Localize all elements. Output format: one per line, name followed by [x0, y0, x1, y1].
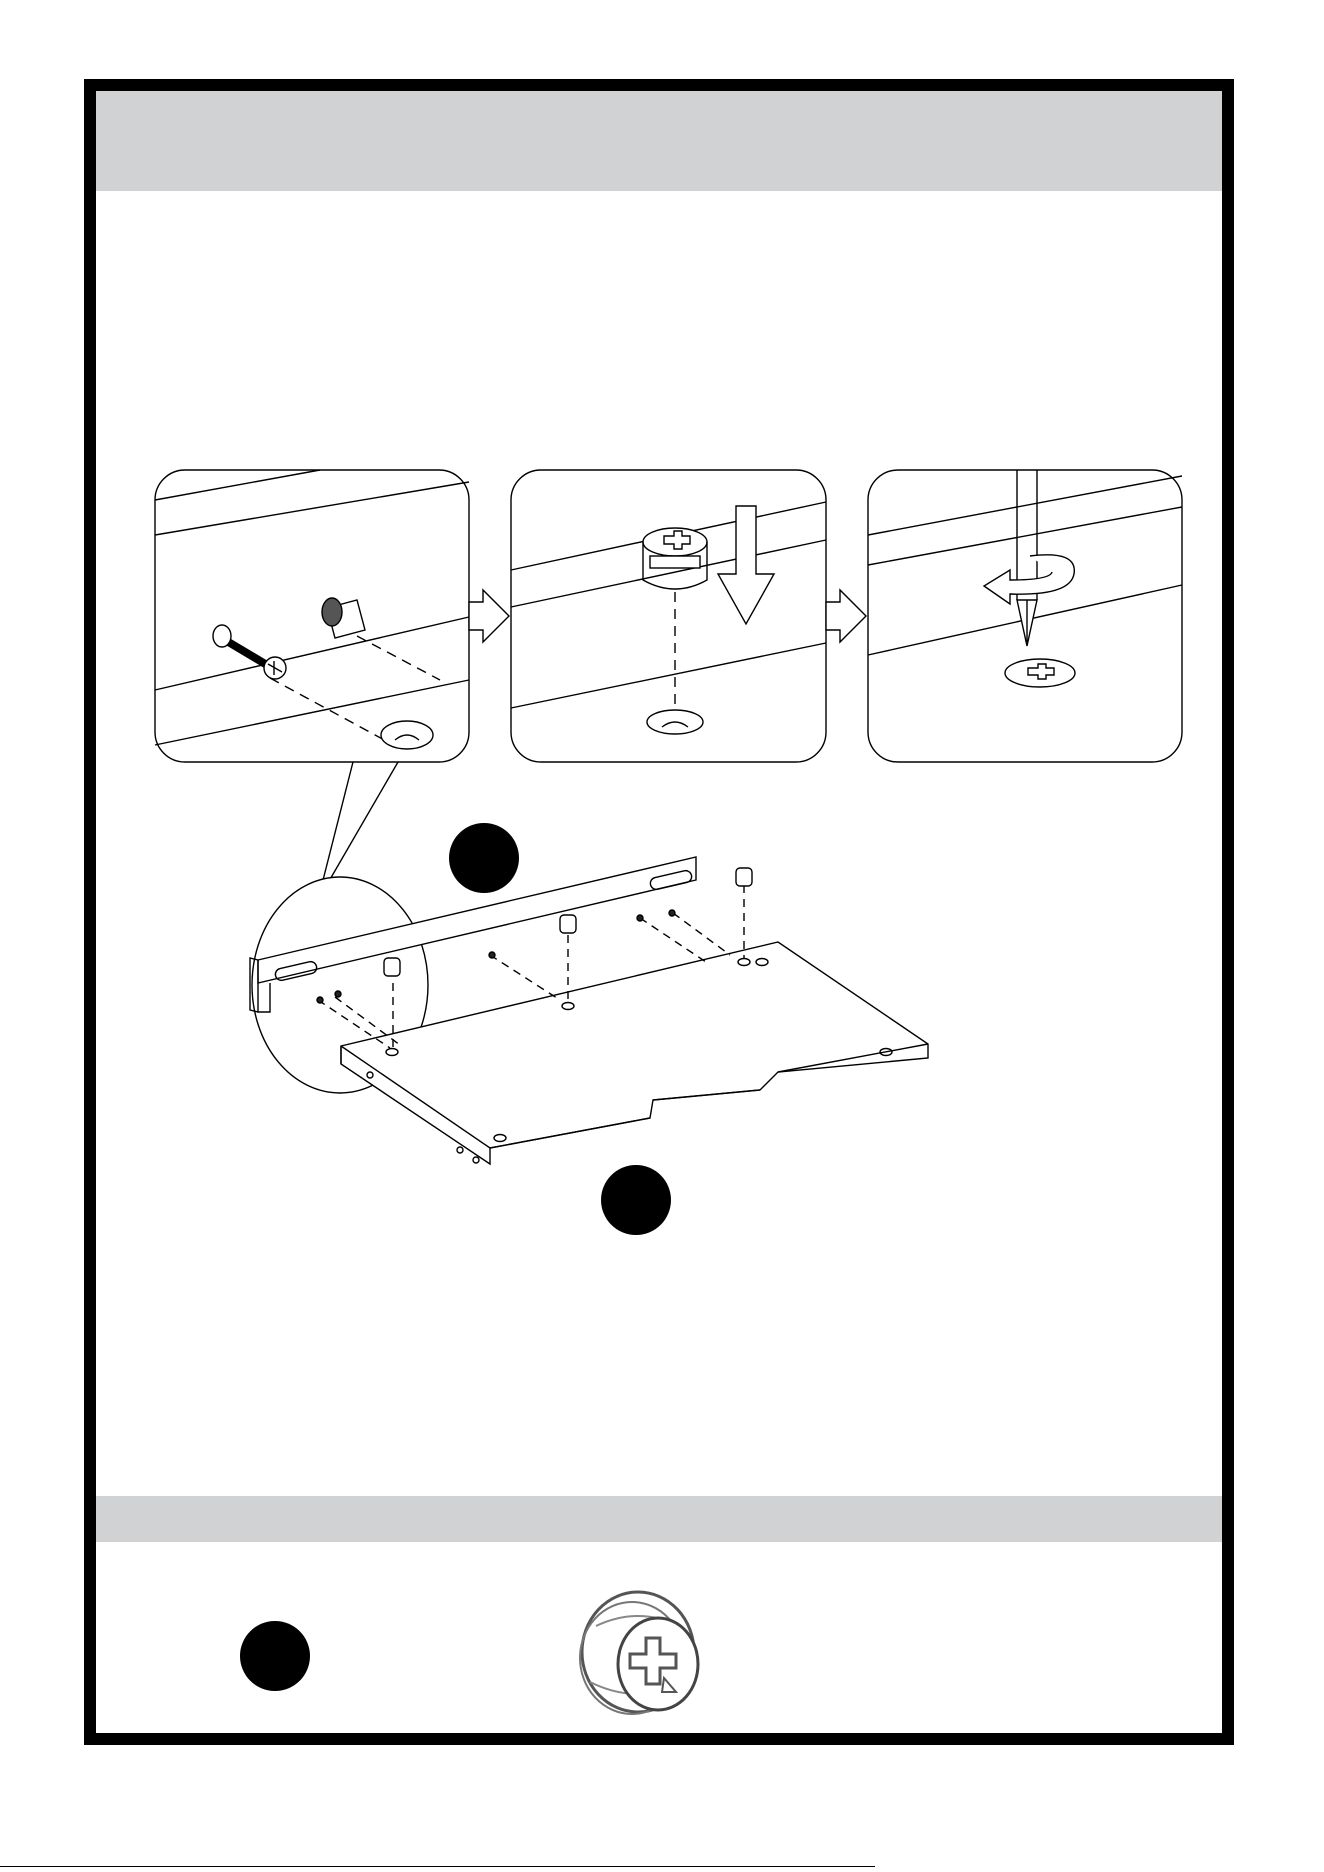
detail-panel-insert-bolt: [155, 470, 469, 762]
step-arrow-1: [469, 590, 509, 642]
detail-panel-tighten: [868, 470, 1182, 762]
detail-panel-drop-cam: [511, 470, 826, 762]
part-badge-base: [601, 1165, 671, 1235]
step-arrow-2: [826, 590, 866, 642]
part-badge-rail: [449, 823, 519, 893]
base-panel: [341, 942, 928, 1164]
page-footer-rule: [0, 1866, 875, 1867]
